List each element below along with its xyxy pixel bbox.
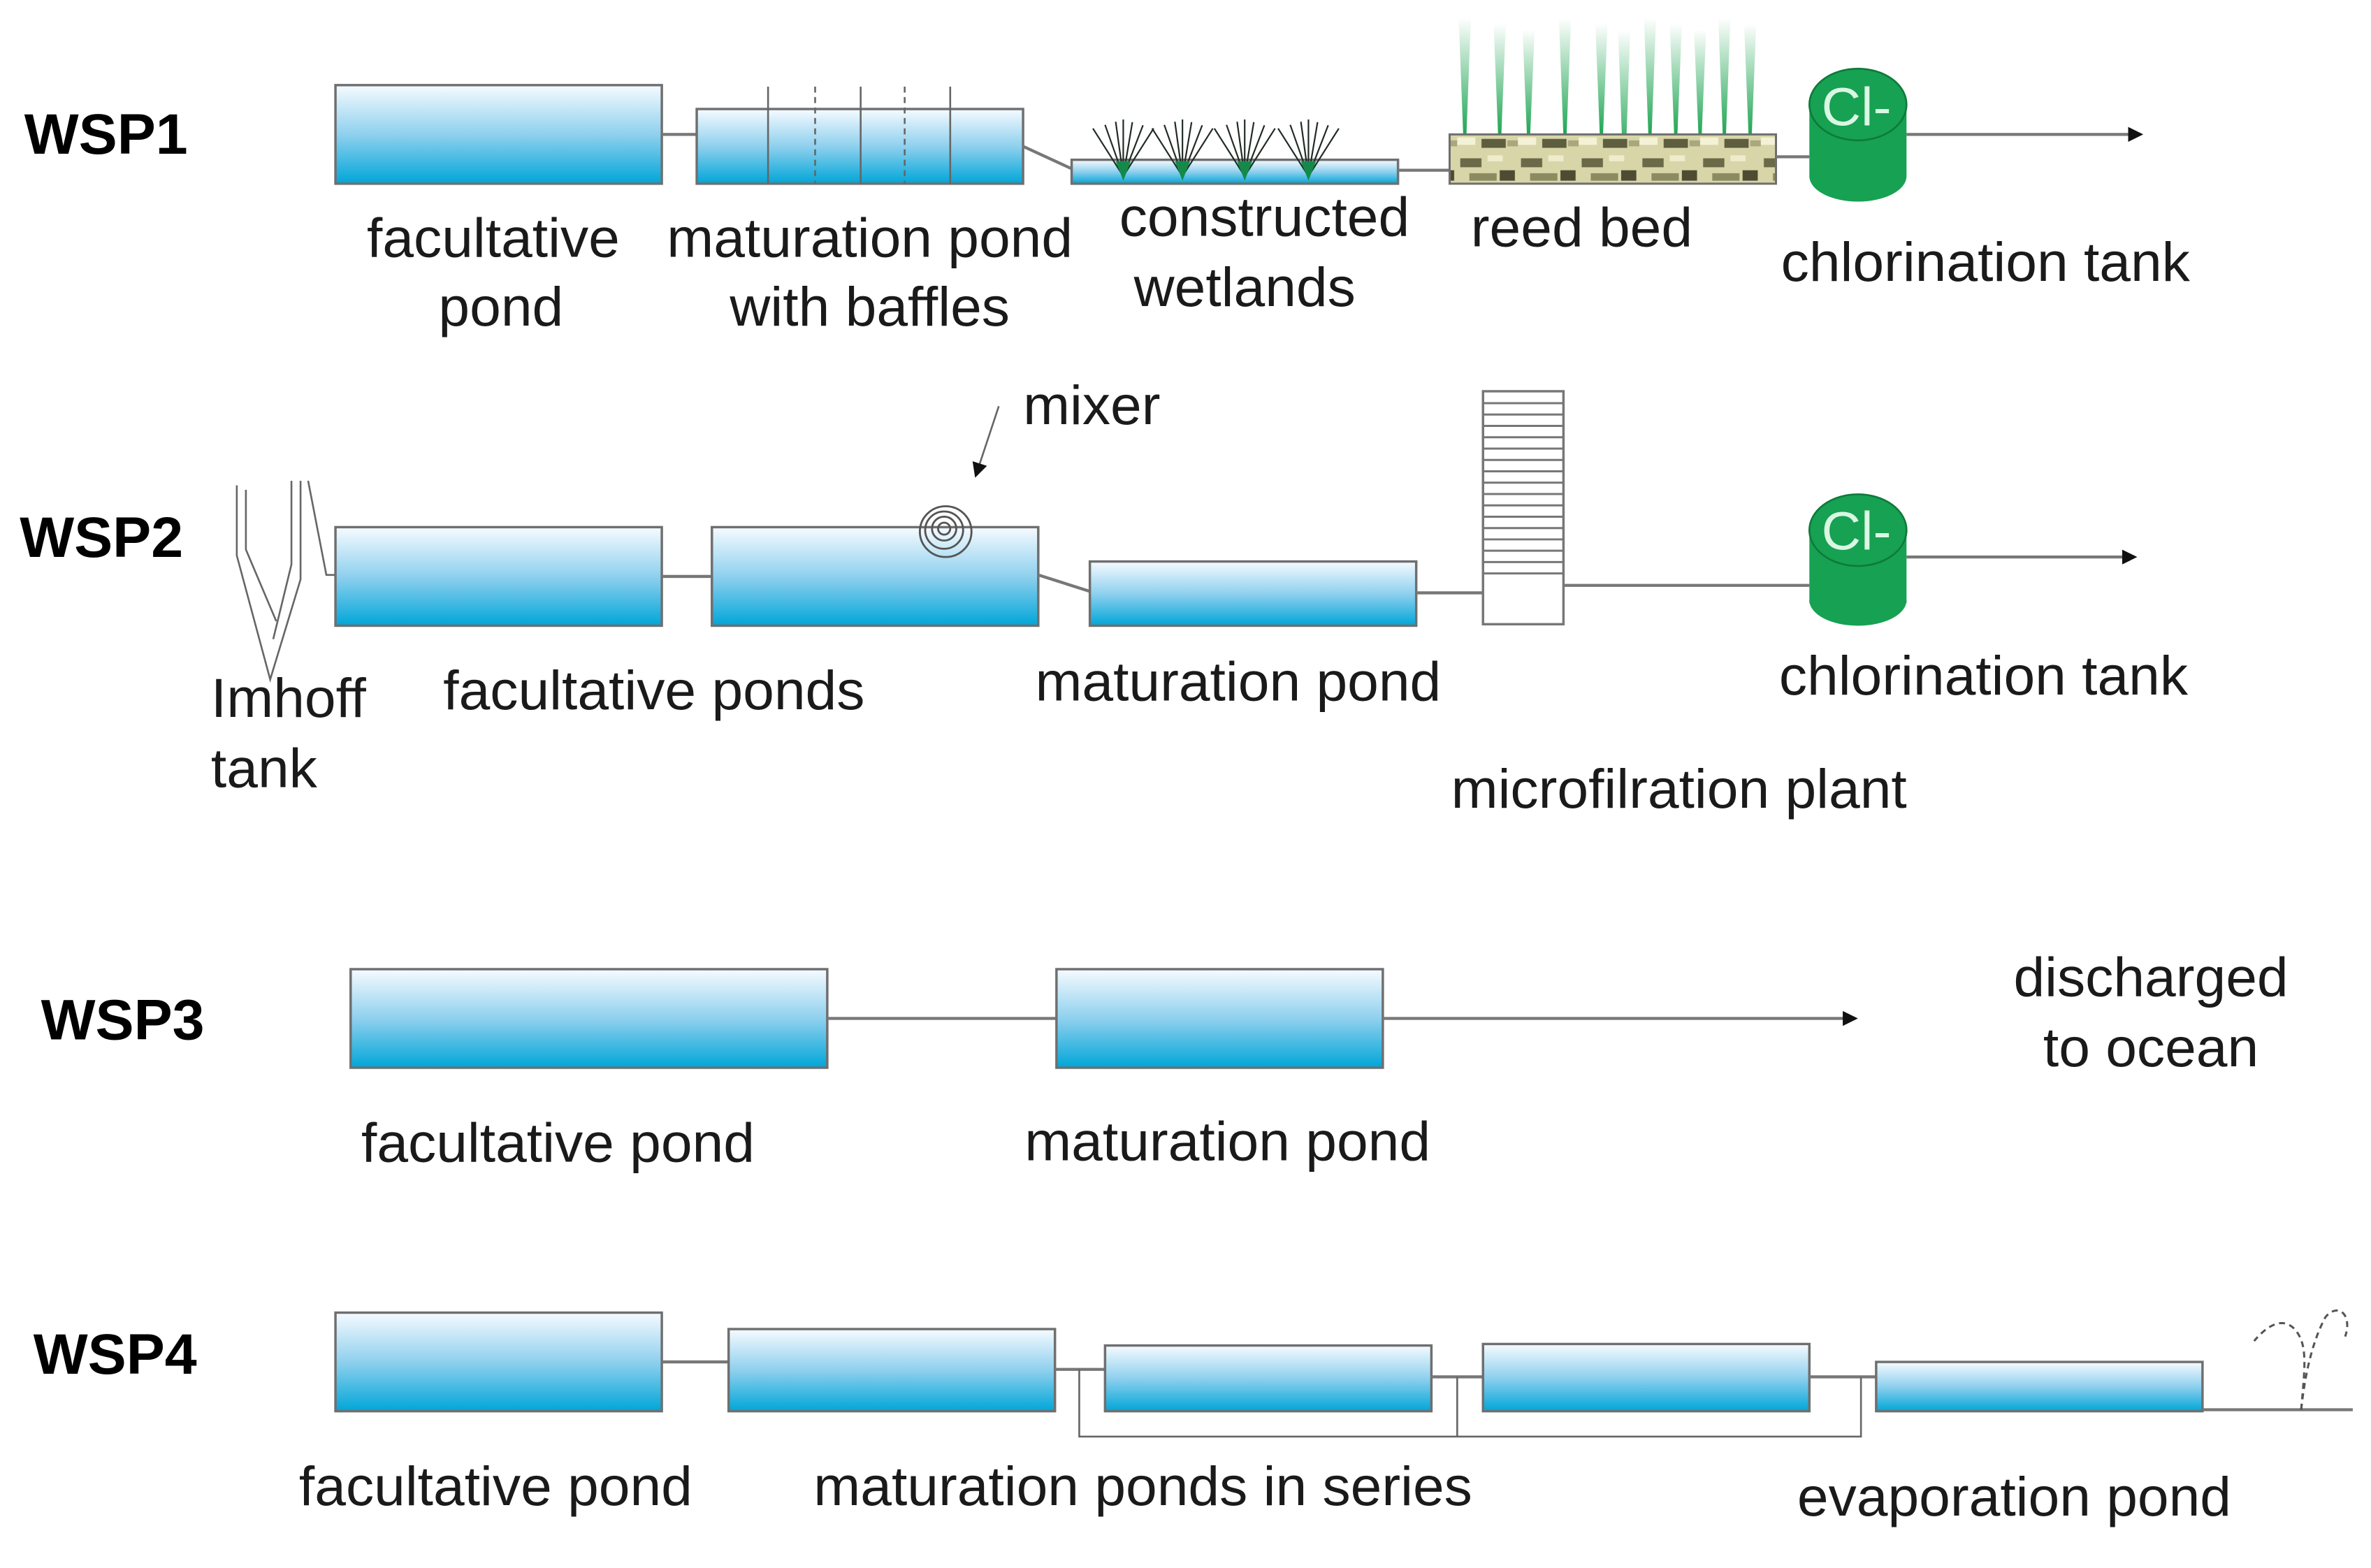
reed-blade bbox=[1458, 17, 1471, 138]
mixer-pointer-arrow bbox=[972, 405, 1000, 478]
reed-bed bbox=[1448, 17, 1778, 185]
system-wsp4: WSP4 facultative pond maturation ponds i… bbox=[34, 1309, 2353, 1527]
reed-blade bbox=[1694, 29, 1706, 138]
system-wsp3: WSP3 facultative pond maturation pond di… bbox=[41, 946, 2289, 1173]
reed-blade bbox=[1743, 24, 1757, 138]
label-facultative-ponds: facultative ponds bbox=[443, 660, 864, 721]
label-maturation-pond: maturation pond bbox=[1035, 651, 1441, 712]
facultative-pond-with-mixer bbox=[711, 525, 1040, 627]
label-facultative-pond: facultative pond bbox=[299, 1456, 693, 1517]
label-wetlands-2: wetlands bbox=[1133, 256, 1356, 318]
constructed-wetlands bbox=[1070, 119, 1400, 185]
label-facultative-pond-2: pond bbox=[438, 275, 563, 337]
label-mixer: mixer bbox=[1023, 375, 1160, 436]
mixer-spiral-icon bbox=[918, 505, 973, 558]
label-microfiltration: microfilration plant bbox=[1451, 758, 1907, 820]
wetland-plant-icon bbox=[1277, 119, 1340, 181]
reed-blade bbox=[1618, 29, 1630, 159]
facultative-pond bbox=[334, 1311, 663, 1413]
label-maturation-baffles-2: with baffles bbox=[729, 275, 1010, 337]
spray-fountain-icon bbox=[2253, 1309, 2349, 1410]
wetland-plant-icon bbox=[1213, 119, 1276, 181]
chlorine-symbol: Cl- bbox=[1822, 78, 1892, 137]
wetland-plant-icon bbox=[1151, 119, 1214, 181]
pipe bbox=[1022, 145, 1073, 170]
chlorination-tank-icon: Cl- bbox=[1808, 68, 1908, 202]
maturation-pond-series-1 bbox=[727, 1328, 1057, 1413]
maturation-pond bbox=[1055, 968, 1384, 1069]
imhoff-tank-icon bbox=[235, 480, 336, 683]
maturation-pond-series-2 bbox=[1103, 1344, 1433, 1413]
wetland-plant-icons bbox=[1092, 119, 1340, 181]
reed-blade bbox=[1522, 29, 1535, 138]
label-maturation-pond: maturation pond bbox=[1024, 1110, 1430, 1172]
label-discharged-2: to ocean bbox=[2043, 1017, 2258, 1078]
label-maturation-baffles-1: maturation pond bbox=[667, 207, 1073, 268]
facultative-pond bbox=[334, 84, 663, 185]
membrane-stack-lines bbox=[1483, 402, 1564, 575]
label-evaporation-pond: evaporation pond bbox=[1797, 1466, 2231, 1527]
microfiltration-plant-icon bbox=[1481, 390, 1565, 626]
label-maturation-series: maturation ponds in series bbox=[813, 1456, 1472, 1517]
system-wsp2: WSP2 mixer bbox=[20, 375, 2188, 820]
label-wetlands-1: constructed bbox=[1119, 186, 1409, 247]
reed-blade bbox=[1644, 17, 1656, 138]
system-label-wsp1: WSP1 bbox=[24, 103, 188, 166]
reed-blade bbox=[1718, 17, 1731, 138]
wetland-plant-icon bbox=[1092, 119, 1154, 181]
evaporation-pond bbox=[1875, 1360, 2204, 1413]
system-wsp1: WSP1 bbox=[24, 17, 2190, 337]
label-chlorination-tank: chlorination tank bbox=[1779, 644, 2188, 706]
label-facultative-pond: facultative pond bbox=[361, 1112, 755, 1173]
label-imhoff-2: tank bbox=[211, 737, 317, 799]
maturation-pond bbox=[1088, 560, 1418, 627]
maturation-pond-with-baffles bbox=[695, 86, 1024, 185]
label-imhoff-1: Imhoff bbox=[211, 667, 367, 728]
facultative-pond bbox=[334, 525, 663, 627]
pipe bbox=[1038, 573, 1091, 593]
system-label-wsp3: WSP3 bbox=[41, 989, 205, 1052]
maturation-pond-series-3 bbox=[1481, 1342, 1811, 1413]
label-reed-bed: reed bed bbox=[1471, 196, 1692, 258]
label-discharged-1: discharged bbox=[2013, 946, 2288, 1008]
reed-blade bbox=[1595, 24, 1608, 138]
reed-blades bbox=[1458, 17, 1757, 159]
label-chlorination-tank: chlorination tank bbox=[1781, 231, 2190, 292]
reed-blade bbox=[1493, 24, 1506, 138]
reed-blade bbox=[1669, 24, 1682, 138]
label-facultative-pond-1: facultative bbox=[367, 207, 620, 268]
bypass-pipe bbox=[1078, 1369, 1862, 1438]
system-label-wsp4: WSP4 bbox=[34, 1323, 197, 1386]
baffles bbox=[767, 86, 952, 184]
chlorine-symbol: Cl- bbox=[1822, 502, 1892, 561]
facultative-pond bbox=[349, 968, 829, 1069]
reed-blade bbox=[1558, 17, 1572, 138]
system-label-wsp2: WSP2 bbox=[20, 507, 183, 569]
chlorination-tank-icon: Cl- bbox=[1808, 493, 1908, 626]
